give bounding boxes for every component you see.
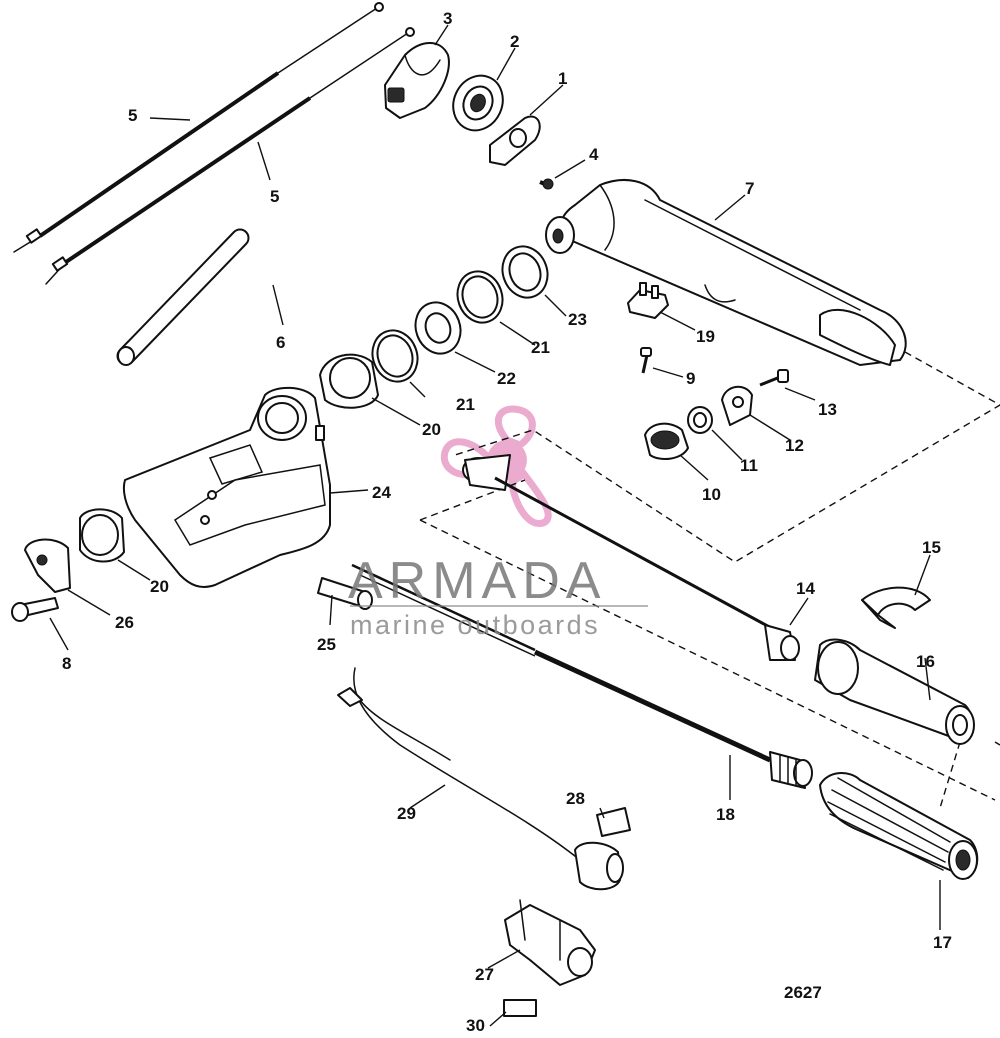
callout-21: 21 (531, 338, 550, 357)
callout-18: 18 (716, 805, 735, 824)
throttle-cable-upper (13, 2, 384, 253)
callout-21: 21 (456, 395, 475, 414)
callout-23: 23 (568, 310, 587, 329)
insert-15 (861, 586, 931, 629)
callout-3: 3 (443, 9, 452, 28)
figure-number: 2627 (784, 983, 822, 1002)
callout-12: 12 (785, 436, 804, 455)
callout-5: 5 (128, 106, 137, 125)
callout-20: 20 (150, 577, 169, 596)
washer-11 (687, 406, 713, 434)
screw-small (539, 178, 554, 190)
callout-26: 26 (115, 613, 134, 632)
decal-30 (503, 999, 537, 1017)
callout-15: 15 (922, 538, 941, 557)
bolt-13 (759, 369, 789, 387)
callout-1: 1 (558, 69, 567, 88)
assembly-dashed-lines (419, 351, 1000, 809)
watermark-brand: ARMADA (348, 552, 606, 610)
callout-28: 28 (566, 789, 585, 808)
bolt-8 (11, 597, 59, 622)
callout-4: 4 (589, 145, 599, 164)
callout-8: 8 (62, 654, 71, 673)
callout-27: 27 (475, 965, 494, 984)
grip-core-16 (814, 638, 975, 745)
screw-9 (640, 347, 652, 374)
callout-13: 13 (818, 400, 837, 419)
callout-20: 20 (422, 420, 441, 439)
callout-29: 29 (397, 804, 416, 823)
throttle-grip-17 (819, 772, 979, 880)
callout-7: 7 (745, 179, 754, 198)
tiller-bracket-housing (122, 386, 331, 588)
ring-22 (414, 301, 462, 355)
callout-30: 30 (466, 1016, 485, 1035)
callout-14: 14 (796, 579, 815, 598)
tiller-arm-housing (545, 179, 907, 366)
ring-21-right (456, 270, 504, 324)
callout-2: 2 (510, 32, 519, 51)
cable-bracket-clamp (384, 42, 450, 119)
callout-6: 6 (276, 333, 285, 352)
callout-labels: 5 5 6 3 2 1 4 7 23 19 21 9 22 13 21 20 1… (62, 9, 952, 1035)
shift-lever-clip (627, 282, 669, 319)
throttle-cable-assembly (351, 563, 813, 789)
callout-16: 16 (916, 652, 935, 671)
bracket-26 (24, 538, 71, 593)
callout-leaders (49, 24, 941, 1027)
callout-5: 5 (270, 187, 279, 206)
callout-9: 9 (686, 369, 695, 388)
throttle-bearing (452, 74, 504, 132)
watermark-tagline: marine outboards (350, 610, 600, 640)
friction-plate (489, 115, 541, 166)
friction-knob (644, 422, 689, 461)
callout-22: 22 (497, 369, 516, 388)
callout-17: 17 (933, 933, 952, 952)
grommet-20-upper (319, 353, 379, 409)
grommet-20-lower (79, 508, 125, 563)
clamp-12 (721, 385, 753, 426)
callout-25: 25 (317, 635, 336, 654)
callout-10: 10 (702, 485, 721, 504)
bracket-27 (504, 899, 596, 986)
clip-28 (596, 807, 631, 837)
callout-24: 24 (372, 483, 391, 502)
wire-harness (337, 667, 624, 891)
ring-21-left (371, 329, 419, 383)
shift-cable-lower (45, 27, 415, 285)
callout-19: 19 (696, 327, 715, 346)
ring-23 (501, 245, 549, 299)
callout-11: 11 (740, 456, 758, 475)
steering-rod (116, 228, 250, 366)
shift-shaft (462, 454, 800, 661)
